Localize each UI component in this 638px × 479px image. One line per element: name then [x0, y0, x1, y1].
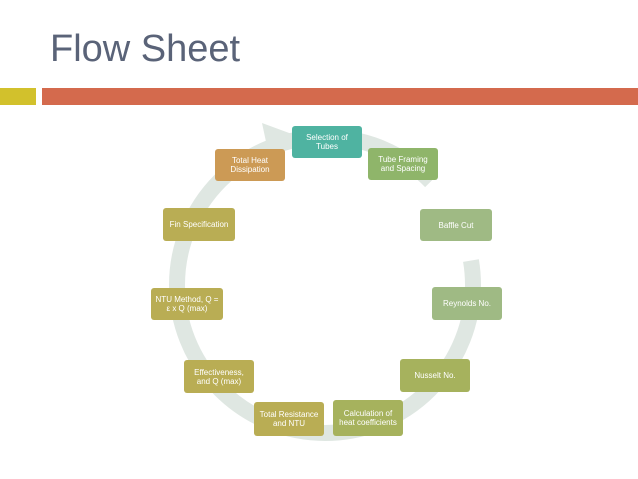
node-heat-coefficients[interactable]: Calculation of heat coefficients — [333, 400, 403, 436]
node-total-resistance-ntu[interactable]: Total Resistance and NTU — [254, 402, 324, 436]
node-total-heat-dissipation[interactable]: Total Heat Dissipation — [215, 149, 285, 181]
node-baffle-cut[interactable]: Baffle Cut — [420, 209, 492, 241]
cycle-arrowhead — [262, 123, 300, 151]
accent-bar-yellow — [0, 88, 36, 105]
node-ntu-method[interactable]: NTU Method, Q = ε x Q (max) — [151, 288, 223, 320]
accent-bar-red — [42, 88, 638, 105]
node-fin-specification[interactable]: Fin Specification — [163, 208, 235, 241]
slide-title: Flow Sheet — [50, 28, 241, 70]
node-nusselt-no[interactable]: Nusselt No. — [400, 359, 470, 392]
node-tube-framing[interactable]: Tube Framing and Spacing — [368, 148, 438, 180]
node-reynolds-no[interactable]: Reynolds No. — [432, 287, 502, 320]
node-effectiveness[interactable]: Effectiveness, and Q (max) — [184, 360, 254, 393]
node-selection-of-tubes[interactable]: Selection of Tubes — [292, 126, 362, 158]
